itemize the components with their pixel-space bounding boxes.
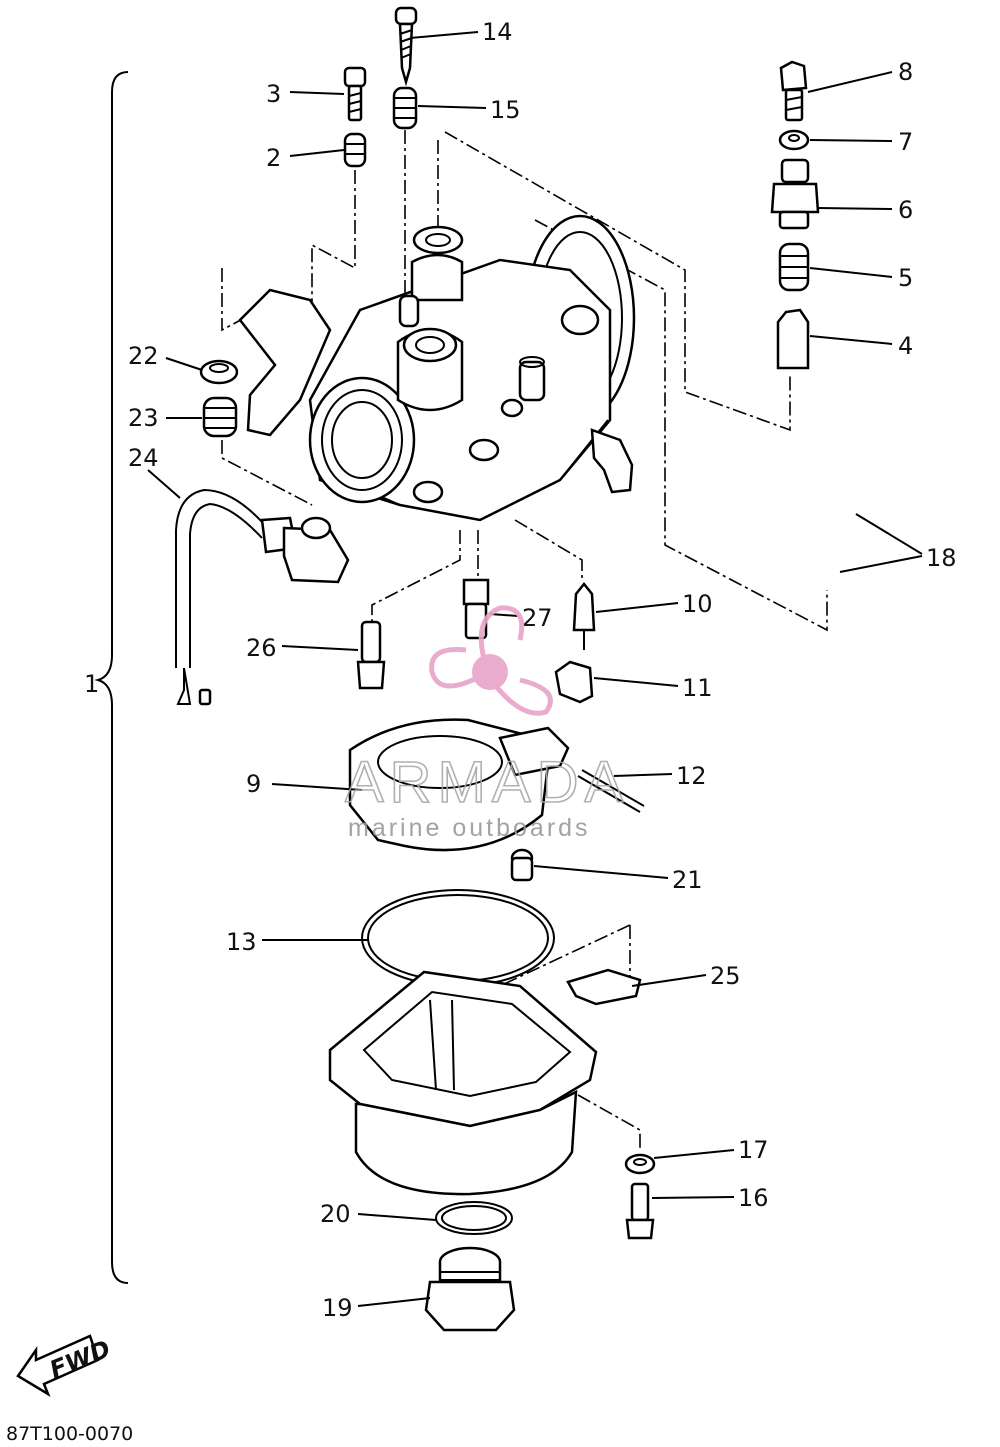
callout-2: 2 (266, 144, 281, 172)
callout-6: 6 (898, 196, 913, 224)
cap-22 (199, 359, 239, 385)
assembly-bracket (94, 71, 129, 1284)
watermark-propeller-icon (429, 605, 553, 716)
pilot-screw (394, 6, 418, 87)
callout-17: 17 (738, 1136, 769, 1164)
needle-valve-10 (572, 581, 596, 650)
clip-11 (554, 660, 594, 704)
spring-2 (343, 132, 367, 168)
callout-24: 24 (128, 444, 159, 472)
pilot-screw-spring (392, 86, 418, 130)
screw-3 (343, 66, 367, 122)
hose-18 (733, 449, 865, 591)
bracket-25 (566, 968, 642, 1006)
callout-21: 21 (672, 866, 703, 894)
callout-18: 18 (926, 544, 957, 572)
callout-25: 25 (710, 962, 741, 990)
callout-9: 9 (246, 770, 261, 798)
fwd-arrow: FWD (16, 1334, 114, 1397)
callout-13: 13 (226, 928, 257, 956)
callout-12: 12 (676, 762, 707, 790)
screw-16 (625, 1182, 655, 1240)
leader-lines (147, 31, 923, 1307)
float-bowl (328, 970, 598, 1196)
pin-12 (577, 769, 645, 813)
stack-right (770, 60, 820, 370)
gasket-13 (361, 889, 555, 987)
float-9 (348, 718, 570, 852)
o-ring-20 (435, 1201, 513, 1235)
callout-11: 11 (682, 674, 713, 702)
carburetor-body (238, 214, 636, 522)
callout-15: 15 (490, 96, 521, 124)
callout-23: 23 (128, 404, 159, 432)
callout-27: 27 (522, 604, 553, 632)
washer-17 (624, 1153, 656, 1175)
callout-8: 8 (898, 58, 913, 86)
callout-19: 19 (322, 1294, 353, 1322)
callout-labels: 1 2 3 4 5 6 7 8 9 10 11 12 13 14 15 16 1… (84, 18, 957, 1322)
watermark: ARMADA marine outboards (344, 605, 629, 842)
callout-26: 26 (246, 634, 277, 662)
callout-22: 22 (128, 342, 159, 370)
callout-3: 3 (266, 80, 281, 108)
assembly-lines (221, 130, 828, 1148)
diagram-code: 87T100-0070 (6, 1423, 133, 1445)
sensor-24 (175, 488, 350, 706)
callout-20: 20 (320, 1200, 351, 1228)
drain-plug-19 (424, 1246, 516, 1332)
callout-1: 1 (84, 670, 99, 698)
plug-21 (510, 848, 534, 882)
callout-7: 7 (898, 128, 913, 156)
callout-5: 5 (898, 264, 913, 292)
jet-27 (462, 578, 490, 640)
watermark-brand: ARMADA (345, 750, 629, 815)
callout-16: 16 (738, 1184, 769, 1212)
jet-26 (356, 620, 386, 690)
watermark-tagline: marine outboards (348, 814, 591, 842)
callout-14: 14 (482, 18, 513, 46)
callout-4: 4 (898, 332, 913, 360)
spring-23 (202, 396, 238, 438)
callout-10: 10 (682, 590, 713, 618)
